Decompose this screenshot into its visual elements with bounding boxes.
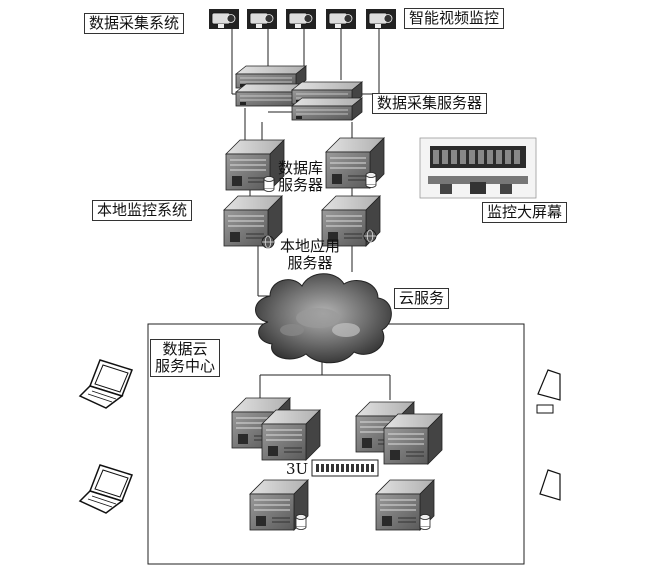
local-monitoring-system-label: 本地监控系统 — [92, 200, 193, 221]
cloud-service-label: 云服务 — [394, 288, 450, 309]
camera-row — [208, 8, 397, 30]
server-icon — [291, 97, 363, 121]
database-server-label: 数据库 服务器 — [278, 160, 323, 194]
local-app-server-label: 本地应用 服务器 — [280, 238, 340, 272]
laptop-icon — [79, 359, 133, 409]
client-laptops-left — [79, 359, 133, 514]
database-server-label-line1: 数据库 — [278, 159, 324, 177]
control-room-screen-icon — [419, 137, 537, 199]
globe-icon — [363, 229, 377, 243]
database-icon — [263, 176, 275, 192]
camera-icon — [208, 8, 240, 30]
server-icon — [261, 409, 321, 461]
cloud-icon — [255, 273, 392, 364]
cloud-server-cluster-right — [355, 401, 443, 465]
server-icon — [383, 413, 443, 465]
video-surveillance-label: 智能视频监控 — [404, 8, 505, 29]
database-server-label-line2: 服务器 — [278, 176, 324, 194]
data-collection-server-label: 数据采集服务器 — [372, 93, 488, 114]
data-collection-system-label: 数据采集系统 — [84, 13, 185, 34]
laptop-icon — [79, 464, 133, 514]
data-cloud-center-label-line2: 服务中心 — [155, 357, 216, 375]
camera-icon — [365, 8, 397, 30]
database-icon — [419, 514, 431, 530]
database-icon — [365, 172, 377, 188]
connection-lines — [231, 28, 391, 402]
camera-icon — [246, 8, 278, 30]
data-cloud-center-label: 数据云 服务中心 — [150, 339, 221, 377]
local-app-server-label-line2: 服务器 — [287, 254, 333, 272]
server-icon — [225, 139, 285, 191]
rack-unit-label: 3U — [286, 460, 309, 478]
data-collection-servers — [235, 65, 363, 121]
camera-icon — [325, 8, 357, 30]
camera-icon — [285, 8, 317, 30]
data-cloud-center-label-line1: 数据云 — [162, 340, 208, 358]
local-app-server-label-line1: 本地应用 — [280, 237, 341, 255]
database-icon — [295, 514, 307, 530]
cloud-servers-bottom — [249, 479, 435, 531]
monitoring-screen-label: 监控大屏幕 — [482, 202, 568, 223]
cloud-server-cluster-left — [231, 397, 321, 461]
rack-switch-icon — [311, 459, 379, 477]
globe-icon — [261, 235, 275, 249]
client-laptops-right-partial — [536, 369, 561, 501]
